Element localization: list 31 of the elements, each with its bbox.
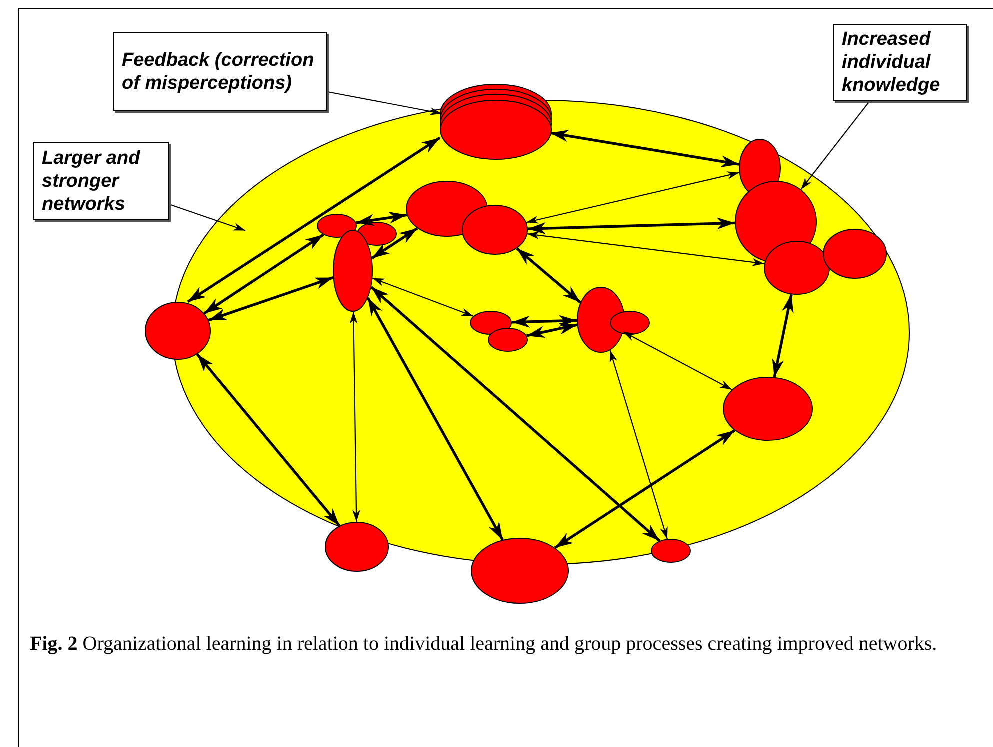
arrow — [366, 297, 504, 541]
arrow — [772, 294, 794, 378]
arrow — [512, 315, 578, 328]
callout-box — [113, 32, 327, 111]
arrow — [623, 331, 732, 390]
leader-line — [326, 91, 442, 116]
arrow — [550, 130, 740, 168]
arrow — [372, 278, 474, 317]
leader-line — [800, 100, 870, 190]
arrow — [527, 232, 764, 266]
figure-caption: Fig. 2 Organizational learning in relation to individual learning and group processes creating improved networks. — [30, 632, 938, 657]
callout-box — [833, 24, 967, 101]
arrow — [350, 312, 360, 522]
arrow — [370, 286, 661, 542]
callout-text: Increased individual knowledge — [842, 28, 942, 97]
arrow — [356, 212, 408, 226]
callout-text: Larger and stronger networks — [42, 146, 142, 216]
arrow — [371, 227, 418, 260]
arrow — [516, 248, 582, 304]
arrow — [196, 354, 341, 527]
arrow — [526, 323, 578, 338]
arrow — [610, 350, 668, 540]
callout-text: Feedback (correction of misperceptions) — [122, 48, 316, 94]
arrow — [187, 136, 441, 304]
arrow — [554, 430, 736, 550]
arrow — [208, 276, 334, 322]
arrow — [528, 218, 736, 235]
leader-line — [168, 204, 246, 232]
arrow — [526, 172, 740, 224]
arrow — [204, 234, 324, 315]
callout-box — [33, 142, 169, 220]
